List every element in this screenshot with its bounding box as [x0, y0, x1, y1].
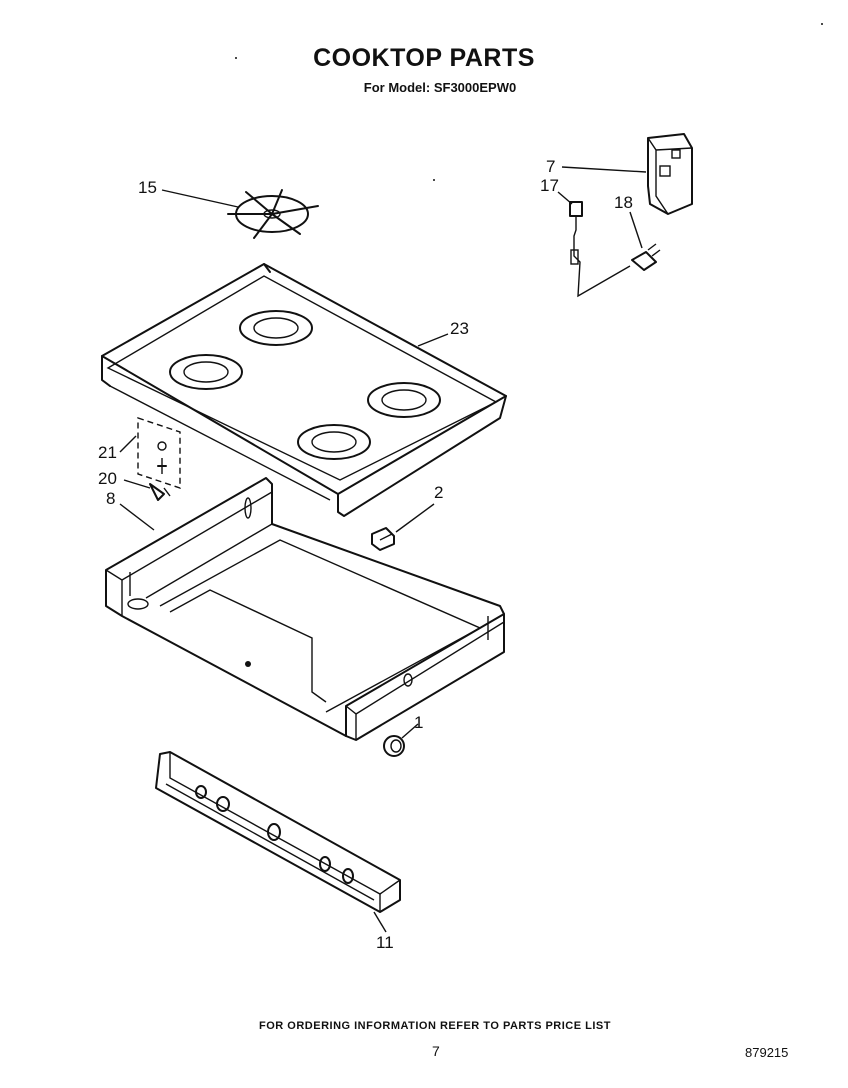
callout-21: 21 [98, 443, 117, 462]
callout-23: 23 [450, 319, 469, 338]
page-number: 7 [432, 1043, 440, 1059]
leader-2 [395, 503, 435, 533]
callout-2: 2 [434, 483, 443, 502]
leader-23 [417, 333, 449, 347]
part-18-connector [631, 243, 661, 271]
part-15-grate [227, 189, 319, 239]
callout-18: 18 [614, 193, 633, 212]
callout-7: 7 [546, 157, 555, 176]
callout-8: 8 [106, 489, 115, 508]
page-title: COOKTOP PARTS [313, 44, 535, 72]
leader-8 [119, 503, 155, 531]
part-21-bracket [137, 417, 181, 489]
callout-15: 15 [138, 178, 157, 197]
document-number: 879215 [745, 1045, 789, 1060]
ordering-note: FOR ORDERING INFORMATION REFER TO PARTS … [259, 1020, 611, 1032]
leader-21 [119, 435, 137, 453]
model-subtitle: For Model: SF3000EPW0 [363, 80, 517, 95]
callout-20: 20 [98, 469, 117, 488]
part-1-grommet [383, 735, 405, 757]
part-11-control-panel [155, 751, 401, 913]
leader-7 [561, 166, 647, 173]
part-2-bracket [371, 527, 395, 551]
leader-1 [401, 723, 419, 739]
part-17-switch [569, 201, 631, 298]
leader-15 [161, 189, 239, 208]
leader-20 [123, 479, 151, 489]
callout-17: 17 [540, 176, 559, 195]
part-23-cooktop [101, 263, 507, 517]
leader-18 [629, 211, 643, 249]
part-7-control-box [647, 133, 693, 215]
part-8-burner-box [105, 477, 505, 741]
callout-1: 1 [414, 713, 423, 732]
leader-17 [557, 191, 573, 205]
part-20-clip [149, 483, 171, 501]
callout-11: 11 [376, 933, 394, 952]
leader-11 [373, 911, 387, 933]
